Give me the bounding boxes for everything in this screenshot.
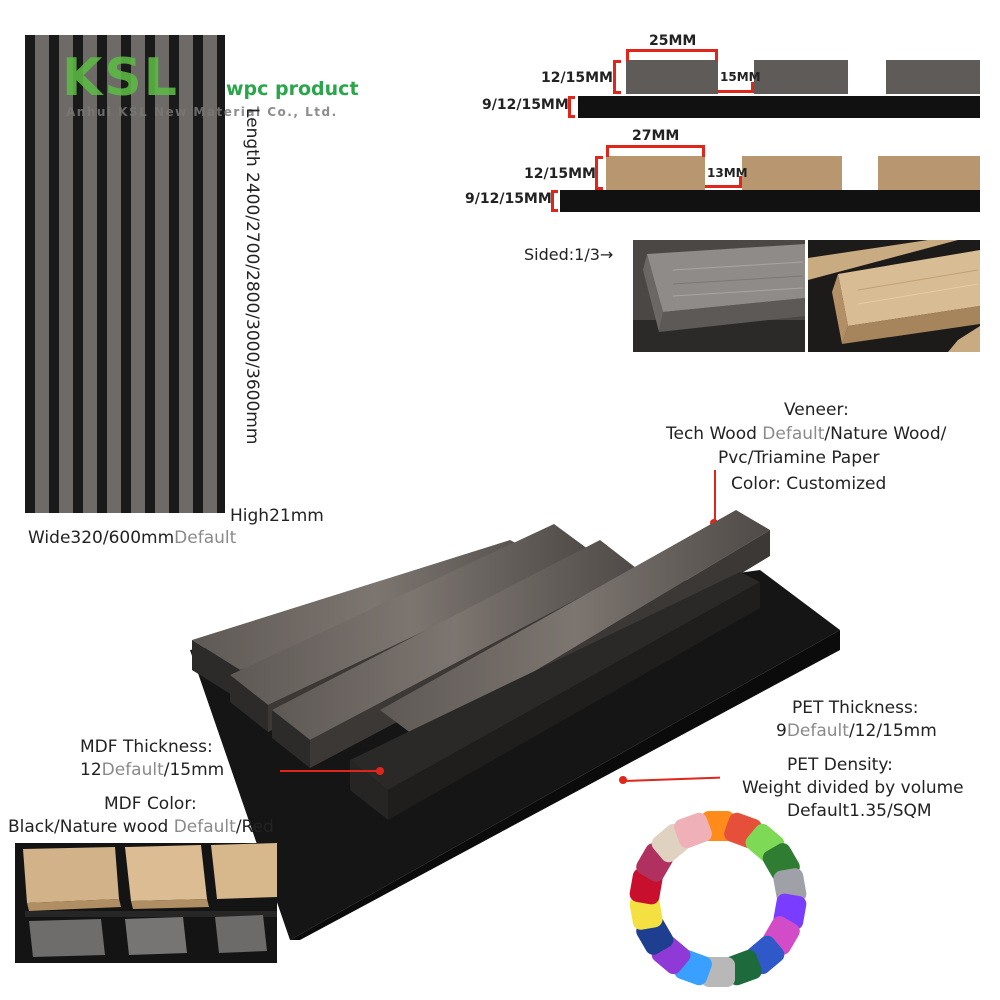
pet-density-desc: Weight divided by volume — [742, 778, 964, 798]
dim-line — [595, 156, 598, 190]
gap-label: 15MM — [720, 70, 761, 84]
panel-slat — [107, 35, 121, 513]
pet-density-default: Default1.35/SQM — [787, 801, 932, 821]
profile-slat — [606, 156, 705, 190]
wide-value: Wide320/600mm — [28, 528, 175, 548]
mdf-color-default: Default — [173, 817, 236, 837]
mdf-thickness-title: MDF Thickness: — [80, 737, 213, 757]
profile-base — [578, 96, 980, 118]
dim-line — [606, 145, 609, 157]
base-thickness-label: 9/12/15MM — [465, 191, 552, 207]
slat-width-label: 25MM — [649, 33, 697, 49]
mdf-color-options: Black/Nature wood — [8, 817, 174, 837]
profile-slat — [742, 156, 842, 190]
dim-line — [551, 190, 558, 193]
dim-line — [626, 49, 718, 52]
photo-wood-slat — [808, 240, 980, 352]
sided-label: Sided:1/3→ — [524, 245, 614, 264]
felt-color-swatches — [628, 806, 808, 992]
profile-slat — [886, 60, 980, 94]
dim-line — [739, 176, 742, 188]
slat-thickness-label: 12/15MM — [524, 166, 596, 182]
pet-thickness-num: 9 — [776, 721, 787, 741]
mdf-thickness-options: /15mm — [163, 760, 225, 780]
dim-line — [751, 82, 754, 93]
slat-thickness-label: 12/15MM — [541, 70, 613, 86]
profile-slat — [626, 60, 718, 94]
brand-logo: KSL — [62, 48, 179, 108]
dim-line — [718, 90, 754, 93]
photo-mdf-colors — [15, 843, 277, 963]
base-thickness-label: 9/12/15MM — [482, 97, 569, 113]
panel-slat — [155, 35, 169, 513]
dim-line — [702, 145, 705, 157]
dim-line — [595, 156, 603, 159]
veneer-title: Veneer: — [784, 400, 849, 420]
profile-slat — [754, 60, 848, 94]
wide-default: Default — [174, 528, 237, 548]
panel-slat — [59, 35, 73, 513]
pet-thickness-value: 9Default/12/15mm — [776, 721, 937, 741]
slat-width-label: 27MM — [632, 128, 680, 144]
high-label: High21mm — [230, 506, 324, 526]
mdf-pointer-line — [280, 770, 378, 772]
veneer-pointer-line — [714, 470, 716, 522]
mdf-color-value: Black/Nature wood Default/Red — [8, 817, 274, 837]
panel-slat — [83, 35, 97, 513]
pet-pointer-dot — [619, 776, 627, 784]
gap-label: 13MM — [707, 166, 748, 180]
photo-grey-slat — [633, 240, 805, 352]
veneer-color: Color: Customized — [731, 474, 887, 494]
panel-slat — [35, 35, 49, 513]
mdf-color-title: MDF Color: — [104, 794, 197, 814]
dim-line — [715, 49, 718, 61]
mdf-thickness-default: Default — [101, 760, 164, 780]
product-illustration — [180, 500, 840, 940]
dim-line — [595, 187, 603, 190]
mdf-thickness-value: 12Default/15mm — [80, 760, 224, 780]
dim-line — [613, 91, 621, 94]
panel-slat — [179, 35, 193, 513]
wide-label: Wide320/600mmDefault — [28, 528, 236, 548]
length-text: Length 2400/2700/2800/3000/3600mm — [242, 108, 262, 445]
product-label: wpc product — [226, 78, 359, 100]
dim-line — [626, 49, 629, 61]
dim-line — [613, 60, 616, 94]
panel-slat — [203, 35, 217, 513]
dim-line — [568, 96, 571, 118]
veneer-default: Default — [762, 424, 825, 444]
pet-density-title: PET Density: — [787, 755, 893, 775]
profile-slat — [878, 156, 980, 190]
company-name: Anhui KSL New Material Co., Ltd. — [66, 105, 338, 119]
profile-base — [560, 190, 980, 212]
mdf-pointer-dot — [376, 767, 384, 775]
mdf-color-options: /Red — [235, 817, 274, 837]
veneer-option-text: Tech Wood — [666, 424, 763, 444]
veneer-option-text: /Nature Wood/ — [824, 424, 947, 444]
dim-line — [568, 115, 575, 118]
dim-line — [606, 145, 705, 148]
panel-front-view — [25, 35, 225, 513]
veneer-options-line2: Pvc/Triamine Paper — [718, 448, 880, 468]
panel-slat — [131, 35, 145, 513]
dim-line — [551, 209, 558, 212]
pet-thickness-title: PET Thickness: — [792, 698, 919, 718]
dim-line — [568, 96, 575, 99]
dim-line — [705, 185, 742, 188]
pet-thickness-default: Default — [786, 721, 849, 741]
pet-thickness-options: /12/15mm — [848, 721, 937, 741]
length-label: Length 2400/2700/2800/3000/3600mm — [240, 108, 264, 468]
veneer-options: Tech Wood Default/Nature Wood/ — [666, 424, 946, 444]
dim-line — [551, 190, 554, 212]
dim-line — [613, 60, 621, 63]
mdf-thickness-num: 12 — [80, 760, 102, 780]
